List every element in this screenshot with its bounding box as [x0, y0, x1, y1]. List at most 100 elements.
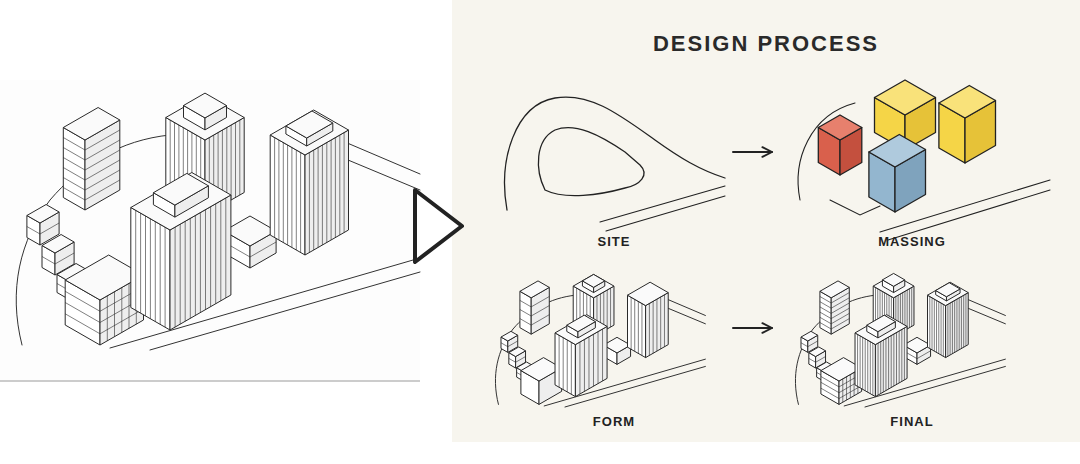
- facade-line: [520, 319, 531, 326]
- building-face: [820, 291, 831, 334]
- road-line: [606, 196, 725, 231]
- sketch-render: [16, 93, 420, 350]
- facade-line: [63, 138, 85, 151]
- facade-line: [631, 297, 632, 349]
- site-outline: [830, 200, 880, 215]
- facade-line: [867, 340, 868, 392]
- building: [820, 281, 849, 334]
- building: [867, 315, 896, 338]
- facade-line: [901, 329, 902, 381]
- building-face: [184, 93, 227, 118]
- facade-line: [291, 148, 292, 248]
- facade-line: [326, 143, 327, 243]
- building: [582, 274, 604, 292]
- sketch-background: [0, 80, 420, 381]
- facade-line: [250, 242, 276, 257]
- facade-line: [278, 140, 279, 240]
- facade-line: [598, 332, 599, 384]
- facade-line: [831, 298, 849, 308]
- facade-line: [929, 297, 930, 349]
- facade-line: [200, 213, 201, 313]
- facade-line: [831, 308, 849, 318]
- building: [939, 86, 996, 164]
- facade-line: [857, 334, 858, 386]
- facade-line: [936, 300, 937, 352]
- building-face: [928, 282, 969, 305]
- facade-line: [85, 170, 120, 190]
- facade-line: [932, 298, 933, 350]
- site-plan: [505, 97, 725, 231]
- process-panel: FINAL: [772, 262, 1052, 433]
- facade-line: [231, 125, 232, 200]
- facade-line: [880, 342, 881, 394]
- facade-line: [893, 334, 894, 386]
- step-label: FINAL: [890, 414, 933, 430]
- facade-line: [917, 351, 931, 359]
- facade-line: [531, 315, 549, 325]
- facade-line: [941, 303, 942, 355]
- building: [882, 273, 904, 292]
- building-face: [27, 205, 59, 224]
- facade-line: [860, 336, 861, 388]
- building-face: [573, 274, 614, 297]
- building-face: [801, 331, 818, 341]
- facade-line: [190, 218, 191, 318]
- facade-line: [816, 357, 826, 363]
- facade-line: [950, 303, 951, 355]
- facade-line: [888, 337, 889, 389]
- facade-line: [63, 168, 85, 181]
- facade-line: [516, 357, 526, 363]
- facade-line: [571, 342, 572, 394]
- facade-line: [909, 289, 910, 328]
- facade-line: [907, 290, 908, 329]
- facade-line: [63, 178, 85, 191]
- facade-line: [870, 342, 871, 394]
- building-face: [882, 273, 904, 286]
- facade-line: [821, 382, 839, 392]
- facade-line: [55, 253, 74, 264]
- facade-line: [180, 224, 181, 324]
- facade-line: [891, 336, 892, 388]
- facade-line: [195, 215, 196, 315]
- building-face: [628, 282, 669, 305]
- final-model: [795, 273, 1005, 407]
- facade-line: [584, 339, 585, 391]
- facade-line: [899, 331, 900, 383]
- facade-line: [808, 341, 818, 347]
- facade-line: [63, 188, 85, 201]
- facade-line: [331, 140, 332, 240]
- facade-line: [820, 317, 831, 324]
- building: [855, 315, 907, 397]
- facade-line: [883, 340, 884, 392]
- facade-line: [85, 150, 120, 170]
- facade-line: [593, 334, 594, 386]
- facade-line: [911, 287, 912, 326]
- building-face: [509, 347, 526, 357]
- panel-background: [452, 0, 1080, 442]
- process-panel: MASSING: [772, 80, 1052, 253]
- flow-arrow: [733, 151, 772, 153]
- facade-line: [801, 343, 808, 347]
- facade-line: [85, 140, 120, 160]
- building: [270, 110, 348, 255]
- building-face: [555, 315, 607, 345]
- step-label: SITE: [598, 234, 631, 250]
- facade-line: [175, 227, 176, 327]
- facade-line: [309, 153, 310, 253]
- facade-line: [809, 358, 816, 362]
- facade-line: [831, 319, 849, 329]
- building-face: [818, 115, 862, 140]
- facade-line: [943, 304, 944, 356]
- facade-line: [501, 343, 508, 347]
- facade-line: [872, 343, 873, 395]
- facade-line: [335, 138, 336, 238]
- facade-line: [339, 135, 340, 235]
- facade-line: [27, 227, 40, 235]
- facade-line: [938, 302, 939, 354]
- facade-line: [225, 198, 226, 298]
- facade-line: [235, 123, 236, 198]
- facade-line: [220, 201, 221, 301]
- building: [818, 115, 862, 175]
- facade-line: [820, 297, 831, 304]
- facade-line: [239, 120, 240, 195]
